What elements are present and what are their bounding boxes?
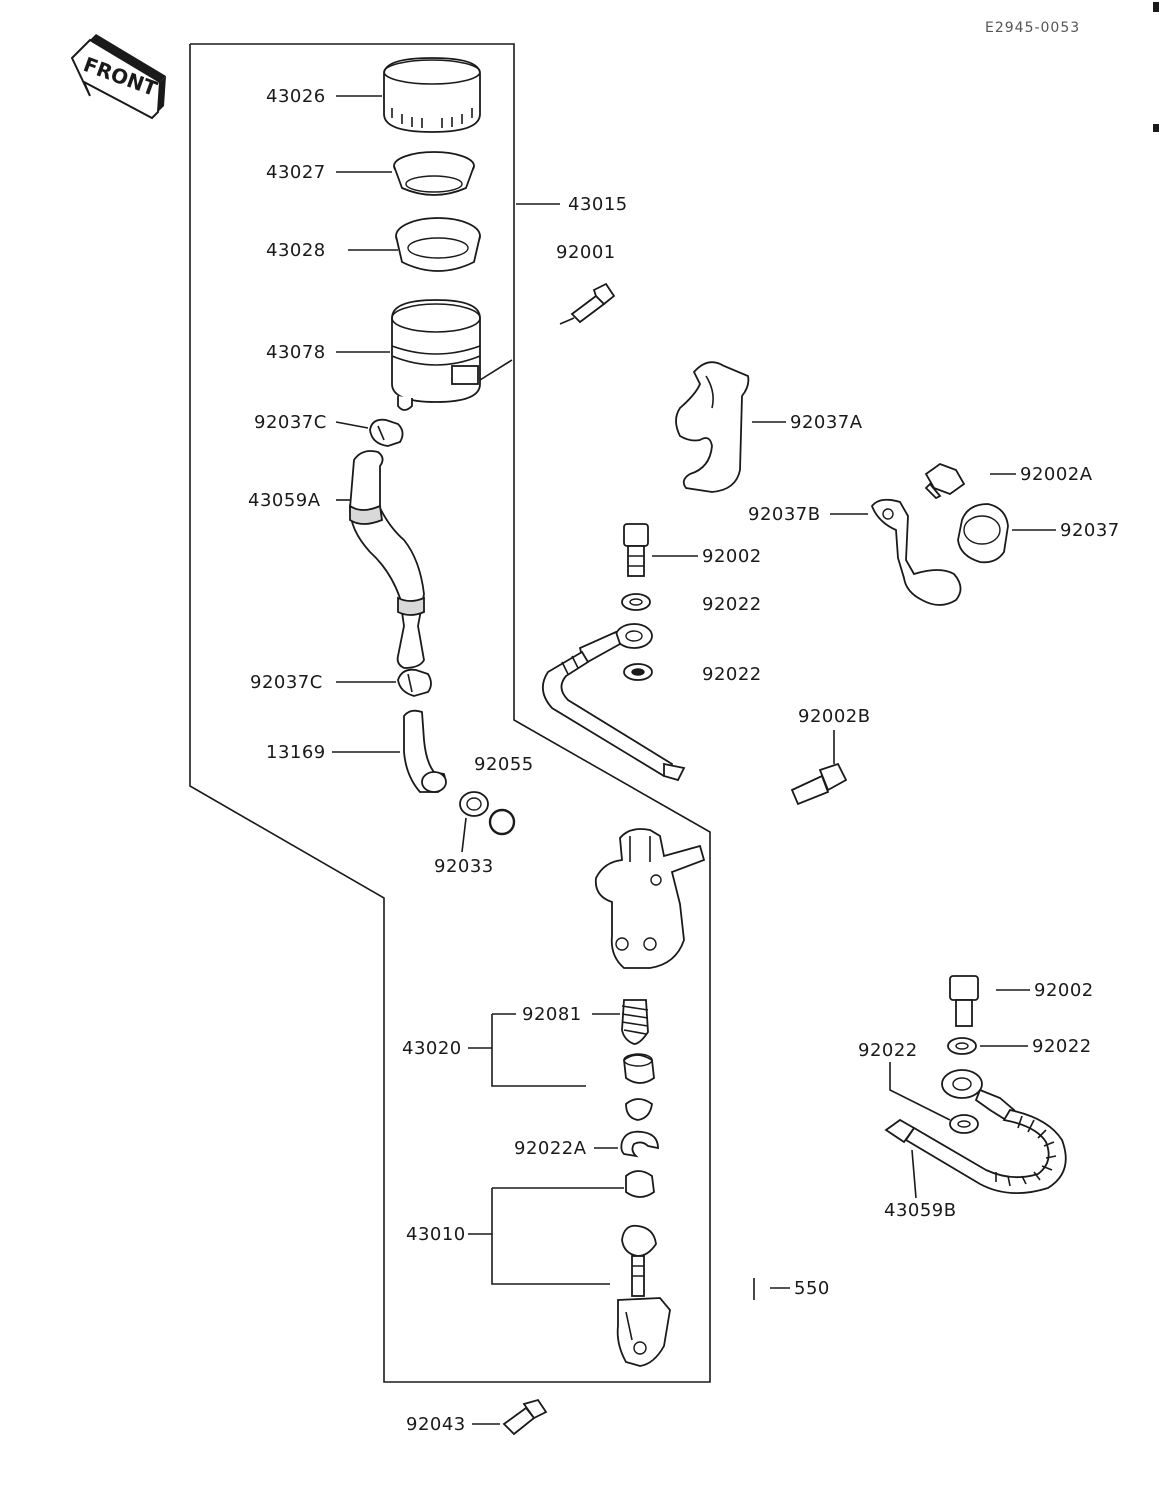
diagram-code: E2945-0053 xyxy=(985,20,1080,36)
seal-ring-icon xyxy=(625,1098,653,1121)
label-92002b: 92002B xyxy=(798,706,871,727)
hose-clamp-upper-icon xyxy=(369,418,404,447)
banjo-bolt-top-icon xyxy=(623,523,649,577)
bracket-43010 xyxy=(491,1188,610,1285)
bracket-icon xyxy=(675,361,750,493)
front-arrow-icon: FRONT xyxy=(70,34,166,120)
label-92037a: 92037A xyxy=(790,412,863,433)
label-92022-left: 92022 xyxy=(858,1040,918,1061)
label-43027: 43027 xyxy=(266,162,326,183)
label-43015: 43015 xyxy=(568,194,628,215)
leader-92022-left xyxy=(889,1062,951,1121)
label-92037c-top: 92037C xyxy=(254,412,327,433)
label-92037b: 92037B xyxy=(748,504,821,525)
collar-icon xyxy=(459,791,489,817)
reservoir-hose-icon xyxy=(349,450,425,669)
washer-right-icon xyxy=(947,1037,977,1055)
label-43028: 43028 xyxy=(266,240,326,261)
diaphragm-icon xyxy=(395,217,481,272)
master-cylinder-body-icon xyxy=(594,828,706,969)
clevis-pin-icon xyxy=(502,1398,548,1436)
label-43020: 43020 xyxy=(402,1038,462,1059)
bolt-92002b-icon xyxy=(790,762,848,806)
label-43059b: 43059B xyxy=(884,1200,957,1221)
label-92081: 92081 xyxy=(522,1004,582,1025)
reservoir-icon xyxy=(391,299,481,411)
label-92001: 92001 xyxy=(556,242,616,263)
plate-icon xyxy=(393,151,475,196)
piston-cup-icon xyxy=(623,1053,655,1084)
label-43078: 43078 xyxy=(266,342,326,363)
label-92002-top: 92002 xyxy=(702,546,762,567)
assembly-outline xyxy=(189,43,711,1383)
brake-hose-upper-icon xyxy=(542,623,686,782)
label-13169: 13169 xyxy=(266,742,326,763)
label-92055: 92055 xyxy=(474,754,534,775)
label-92002a: 92002A xyxy=(1020,464,1093,485)
label-92022a: 92022A xyxy=(514,1138,587,1159)
leader-43078-b xyxy=(479,359,513,381)
clamp-bracket-icon xyxy=(870,498,962,606)
washer-left-icon xyxy=(949,1114,979,1134)
spring-icon xyxy=(621,999,649,1045)
leader-43059b xyxy=(911,1149,917,1199)
label-43010: 43010 xyxy=(406,1224,466,1245)
label-43059a: 43059A xyxy=(248,490,321,511)
label-92022-a: 92022 xyxy=(702,594,762,615)
label-43026: 43026 xyxy=(266,86,326,107)
dust-boot-icon xyxy=(625,1170,655,1198)
grommet-icon xyxy=(957,503,1009,564)
label-92033: 92033 xyxy=(434,856,494,877)
clevis-icon xyxy=(616,1297,671,1367)
washer-upper-icon xyxy=(621,593,651,611)
circlip-icon xyxy=(620,1130,659,1158)
hose-clamp-lower-icon xyxy=(397,668,432,697)
leader-92033 xyxy=(461,817,467,853)
elbow-fitting-icon xyxy=(403,709,447,793)
label-92043: 92043 xyxy=(406,1414,466,1435)
leader-92037c-top xyxy=(335,421,369,429)
screw-icon xyxy=(570,282,616,324)
label-92022-right: 92022 xyxy=(1032,1036,1092,1057)
label-92022-b: 92022 xyxy=(702,664,762,685)
label-92037: 92037 xyxy=(1060,520,1120,541)
label-92002-right: 92002 xyxy=(1034,980,1094,1001)
bracket-43020 xyxy=(491,1014,586,1087)
banjo-bolt-right-icon xyxy=(949,975,979,1027)
label-92037c-bot: 92037C xyxy=(250,672,323,693)
brake-hose-lower-icon xyxy=(884,1069,1067,1195)
bolt-small-icon xyxy=(924,462,966,500)
o-ring-icon xyxy=(488,808,516,836)
cap-icon xyxy=(383,57,481,133)
washer-lower-icon xyxy=(623,663,653,681)
label-550: 550 xyxy=(794,1278,830,1299)
margin-mark-mid xyxy=(1153,124,1159,132)
push-rod-icon xyxy=(621,1224,657,1297)
leader-92001 xyxy=(559,317,575,325)
margin-mark-top xyxy=(1153,2,1159,12)
